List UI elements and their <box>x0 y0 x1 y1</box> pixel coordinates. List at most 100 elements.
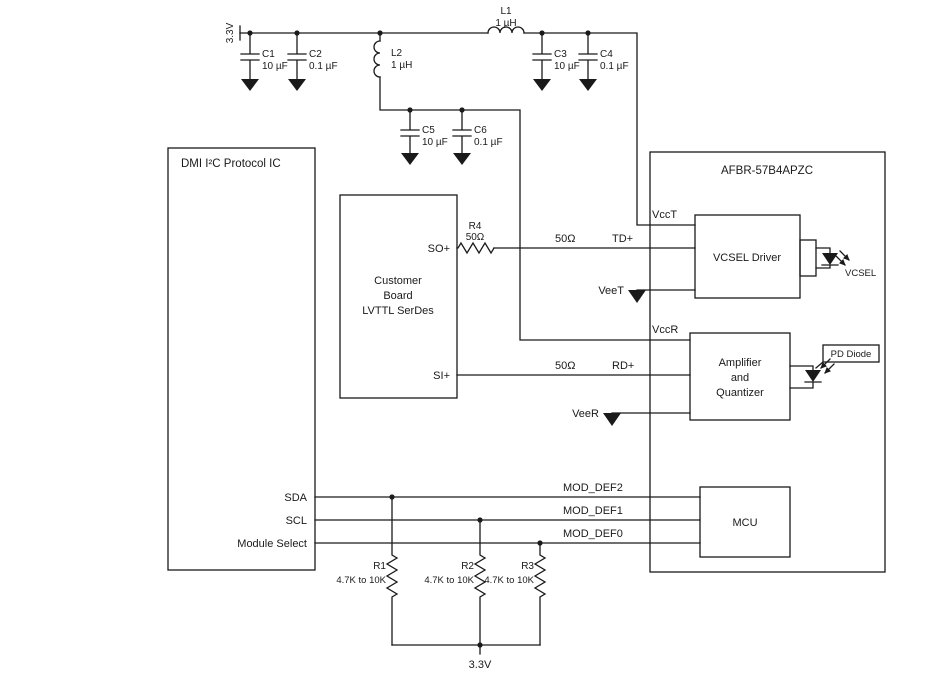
power-rail-wire <box>239 32 696 226</box>
power-rail-label: 3.3V <box>225 22 236 43</box>
junction-dot <box>407 107 413 113</box>
vcsel-emission-arrow <box>839 250 850 261</box>
dmi-pin-module-select: Module Select <box>237 538 307 550</box>
vcsel-emission-arrow <box>835 255 846 266</box>
pullup-rail-wire <box>391 644 541 655</box>
junction-dot <box>247 30 253 36</box>
veer-label: VeeR <box>572 408 599 420</box>
top-power-filter: 3.3V C1 10 µF C2 0.1 µF L2 1 µH L1 1 µH … <box>225 6 696 341</box>
c5-ref-label: C5 <box>422 125 435 136</box>
r1-value-label: 4.7K to 10K <box>336 575 386 586</box>
serdes-pin-so: SO+ <box>428 243 450 255</box>
i2c-bus: MOD_DEF2 MOD_DEF1 MOD_DEF0 <box>314 482 701 544</box>
serdes-title-line3: LVTTL SerDes <box>362 305 434 317</box>
serdes-board: Customer Board LVTTL SerDes SO+ SI+ <box>339 194 458 399</box>
serdes-title-line2: Board <box>383 290 412 302</box>
c2-ref-label: C2 <box>309 49 322 60</box>
l2-value-label: 1 µH <box>391 60 412 71</box>
vcct-label: VccT <box>652 209 677 221</box>
rd-impedance-label: 50Ω <box>555 360 575 372</box>
td-impedance-label: 50Ω <box>555 233 575 245</box>
afbr-module: AFBR-57B4APZC VCSEL Driver VccT VeeT VCS… <box>572 151 886 573</box>
r3-value-label: 4.7K to 10K <box>484 575 534 586</box>
r4-value-label: 50Ω <box>466 232 485 243</box>
r3-resistor <box>533 542 547 646</box>
afbr-outline-box <box>649 151 886 573</box>
junction-dots <box>247 30 591 648</box>
l2-inductor <box>373 40 381 78</box>
junction-dot <box>294 30 300 36</box>
dmi-box-title: DMI I²C Protocol IC <box>181 158 281 170</box>
c5-ground-symbol <box>401 153 419 165</box>
mod-def2-label: MOD_DEF2 <box>563 482 623 494</box>
r2-resistor <box>473 519 487 646</box>
junction-dot <box>477 517 483 523</box>
serdes-box <box>339 194 458 399</box>
amplifier-label-line3: Quantizer <box>716 387 764 399</box>
r2-value-label: 4.7K to 10K <box>424 575 474 586</box>
c2-ground-symbol <box>288 79 306 91</box>
amplifier-label-line1: Amplifier <box>719 357 762 369</box>
rd-signal-path: 50Ω RD+ <box>456 360 691 376</box>
amplifier-box <box>689 332 791 421</box>
td-signal-path: R4 50Ω 50Ω TD+ <box>456 221 696 255</box>
c6-capacitor <box>452 109 472 154</box>
c3-ground-symbol <box>533 79 551 91</box>
vccr-label: VccR <box>652 324 678 336</box>
veet-label: VeeT <box>598 285 624 297</box>
pullup-rail-label: 3.3V <box>469 659 492 671</box>
serdes-pin-si: SI+ <box>433 370 450 382</box>
l1-inductor <box>487 26 525 34</box>
c4-ground-symbol <box>579 79 597 91</box>
afbr-title: AFBR-57B4APZC <box>721 165 813 177</box>
serdes-title-line1: Customer <box>374 275 422 287</box>
junction-dot <box>585 30 591 36</box>
vcsel-label: VCSEL <box>845 268 876 279</box>
pd-diode-label: PD Diode <box>831 349 872 360</box>
c1-ground-symbol <box>241 79 259 91</box>
pd-incident-arrow <box>820 358 831 369</box>
dmi-pin-scl: SCL <box>286 515 307 527</box>
vcsel-driver-label: VCSEL Driver <box>713 252 781 264</box>
r1-ref-label: R1 <box>373 561 386 572</box>
c1-value-label: 10 µF <box>262 61 288 72</box>
vcsel-interface-box <box>799 239 817 277</box>
r2-ref-label: R2 <box>461 561 474 572</box>
pullup-network: R1 4.7K to 10K R2 4.7K to 10K R3 4.7K to… <box>336 496 547 671</box>
mcu-label: MCU <box>732 517 757 529</box>
l1-ref-label: L1 <box>500 6 512 17</box>
dmi-box <box>167 147 316 571</box>
amplifier-label-line2: and <box>731 372 749 384</box>
r4-ref-label: R4 <box>469 221 482 232</box>
c1-capacitor <box>240 32 260 80</box>
junction-dot <box>459 107 465 113</box>
junction-dot <box>537 540 543 546</box>
c6-value-label: 0.1 µF <box>474 137 503 148</box>
c5-value-label: 10 µF <box>422 137 448 148</box>
c3-capacitor <box>532 32 552 80</box>
rd-signal-label: RD+ <box>612 360 634 372</box>
c3-value-label: 10 µF <box>554 61 580 72</box>
c4-capacitor <box>578 32 598 80</box>
mod-def1-label: MOD_DEF1 <box>563 505 623 517</box>
mod-def0-label: MOD_DEF0 <box>563 528 623 540</box>
td-signal-label: TD+ <box>612 233 633 245</box>
c2-capacitor <box>287 32 307 80</box>
c1-ref-label: C1 <box>262 49 275 60</box>
r1-resistor <box>385 496 399 646</box>
c3-ref-label: C3 <box>554 49 567 60</box>
junction-dot <box>539 30 545 36</box>
l1-value-label: 1 µH <box>495 18 516 29</box>
mcu-box <box>699 486 791 558</box>
c4-ref-label: C4 <box>600 49 613 60</box>
pd-diode-wires <box>789 365 822 389</box>
r3-ref-label: R3 <box>521 561 534 572</box>
pd-incident-arrow <box>824 363 835 374</box>
dmi-protocol-ic: DMI I²C Protocol IC SDA SCL Module Selec… <box>167 147 316 571</box>
veer-ground-symbol <box>603 413 621 426</box>
vcsel-diode-symbol <box>822 253 838 265</box>
c6-ground-symbol <box>453 153 471 165</box>
junction-dot <box>389 494 395 500</box>
pd-label-box <box>822 344 880 363</box>
